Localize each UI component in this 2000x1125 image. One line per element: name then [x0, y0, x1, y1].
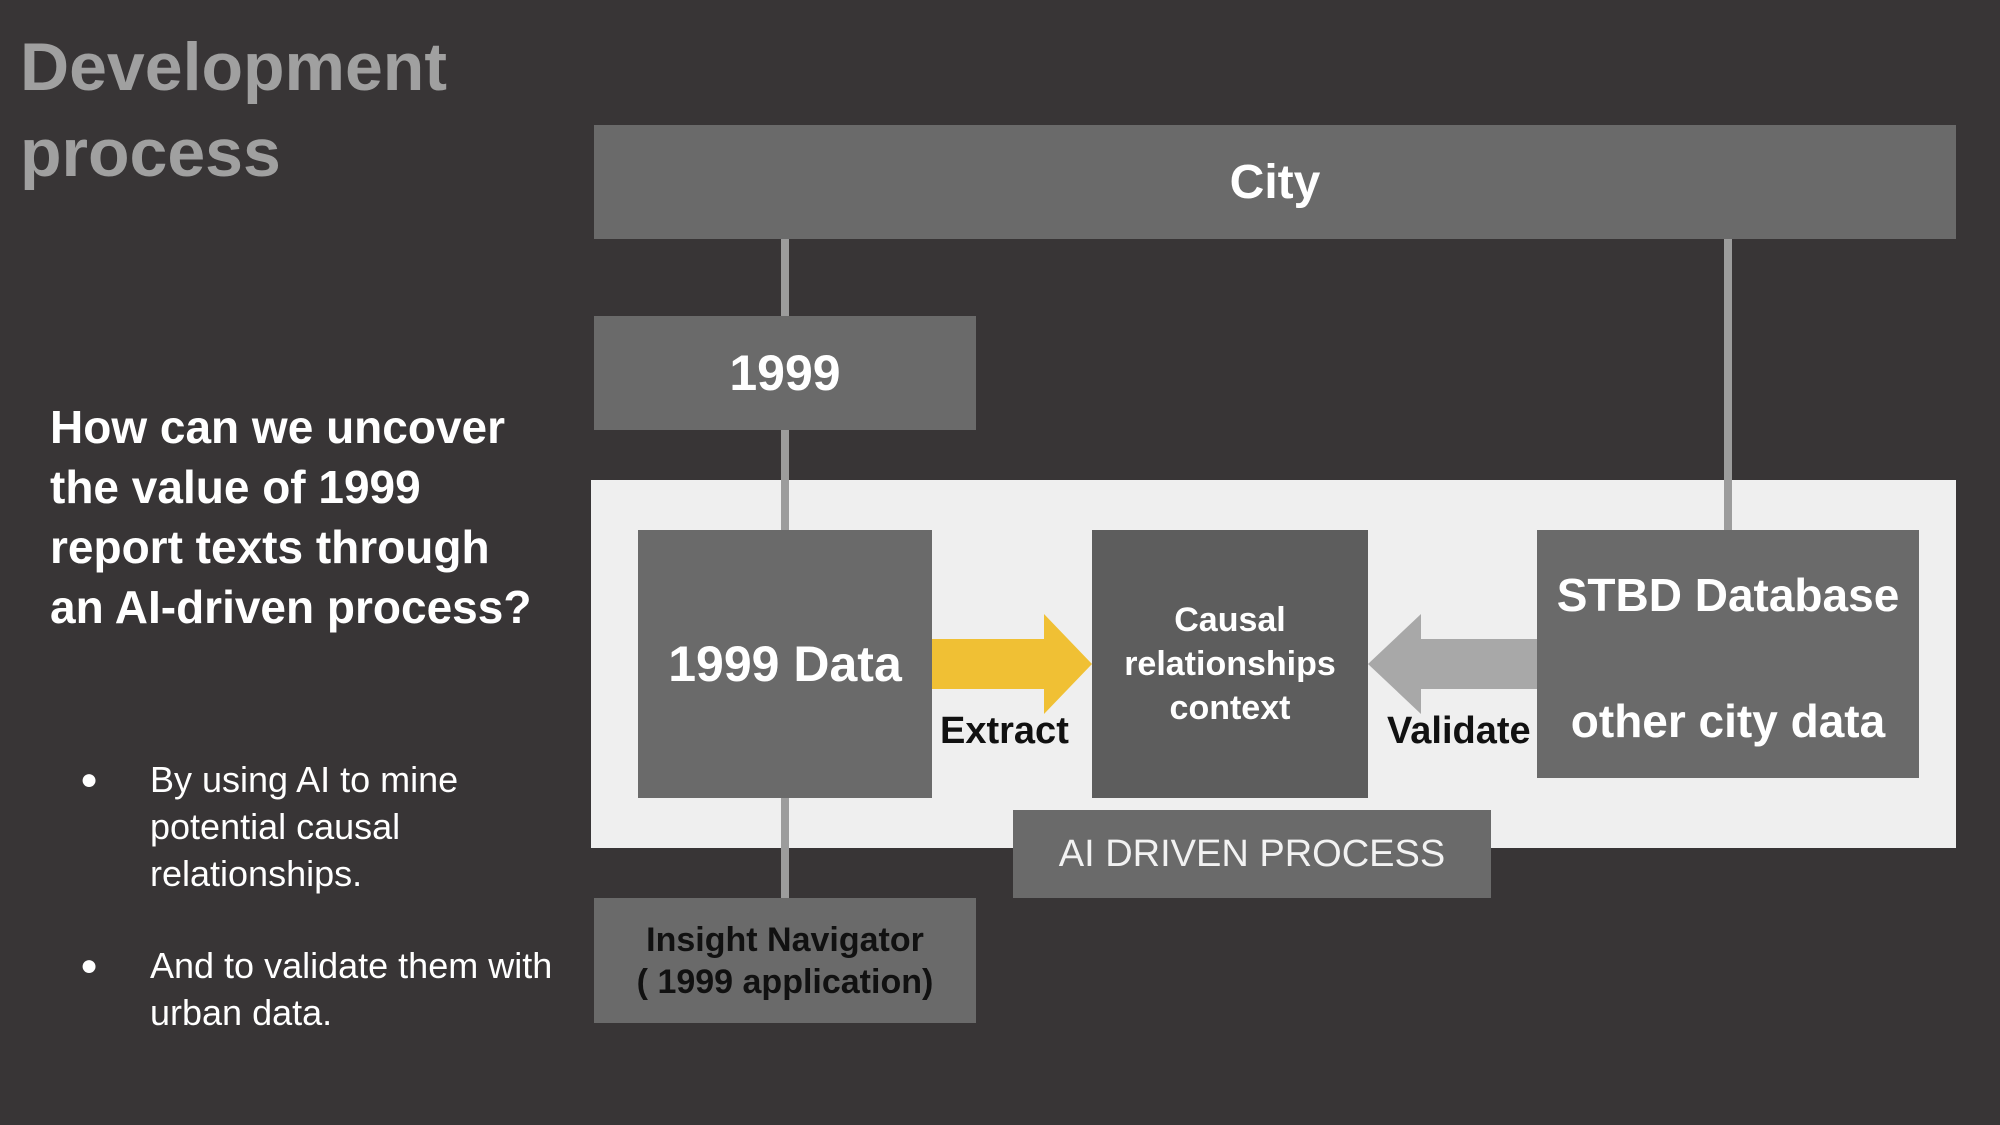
connector-city-year [781, 239, 789, 316]
validate-label: Validate [1387, 710, 1531, 752]
data-box: 1999 Data [638, 530, 932, 798]
connector-data-insight [781, 798, 789, 898]
insight-line-1: Insight Navigator [646, 920, 924, 959]
other-city-data-label: other city data [1570, 695, 1886, 747]
stbd-box: STBD Database other city data [1537, 530, 1919, 778]
insight-navigator-box: Insight Navigator ( 1999 application) [594, 898, 976, 1023]
slide-title: Development process [20, 24, 447, 196]
extract-label: Extract [940, 710, 1069, 752]
title-line-2: process [20, 115, 281, 191]
ai-process-label: AI DRIVEN PROCESS [1013, 810, 1491, 898]
insight-line-2: ( 1999 application) [636, 962, 934, 1001]
question-text: How can we uncover the value of 1999 rep… [50, 401, 532, 633]
causal-box: Causal relationships context [1092, 530, 1368, 798]
bullet-text: And to validate them with urban data. [150, 945, 553, 1033]
city-box: City [594, 125, 1956, 239]
bullet-marker: ● [80, 763, 99, 796]
validate-arrow [1368, 614, 1537, 714]
bullet-list: ● By using AI to mine potential causal r… [78, 756, 558, 1081]
bullet-text: By using AI to mine potential causal rel… [150, 759, 459, 894]
bullet-item: ● By using AI to mine potential causal r… [78, 756, 558, 897]
bullet-marker: ● [80, 949, 99, 982]
year-box: 1999 [594, 316, 976, 430]
extract-arrow [932, 614, 1092, 714]
connector-city-stbd [1724, 239, 1732, 530]
stbd-database-label: STBD Database [1556, 569, 1900, 621]
bullet-item: ● And to validate them with urban data. [78, 942, 558, 1036]
title-line-1: Development [20, 29, 447, 105]
connector-year-data [781, 430, 789, 530]
